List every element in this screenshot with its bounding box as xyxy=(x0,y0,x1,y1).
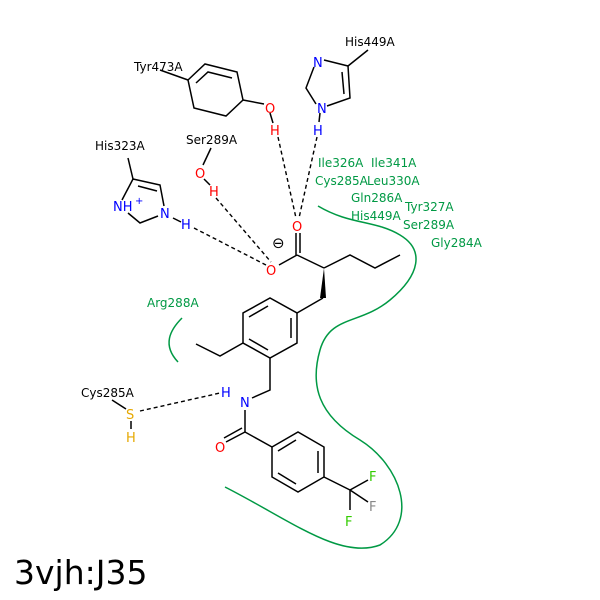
hydrophobic-residue: Gln286A xyxy=(351,191,403,205)
hbond-ser289 xyxy=(215,197,272,263)
his323-fragment xyxy=(121,157,182,224)
hbond-his323 xyxy=(193,227,267,266)
residue-label: His449A xyxy=(345,35,396,49)
atom-f: F xyxy=(369,500,376,515)
arg288-contour xyxy=(168,317,183,363)
residue-label: Arg288A xyxy=(147,296,199,310)
atom-h: H xyxy=(313,124,323,139)
hydrophobic-contour xyxy=(224,205,417,549)
residue-label: Ser289A xyxy=(186,133,238,147)
atom-h: H xyxy=(221,386,231,401)
residue-label: Cys285A xyxy=(81,386,135,400)
hydrophobic-residue: Gly284A xyxy=(431,236,483,250)
ser289-fragment xyxy=(202,147,212,186)
atom-nh-plus: NH xyxy=(113,200,133,215)
atom-f: F xyxy=(345,515,352,530)
atom-n: N xyxy=(160,207,170,222)
hbond-cys285 xyxy=(139,392,221,412)
residue-label: His323A xyxy=(95,139,146,153)
cys285-fragment xyxy=(111,399,132,429)
atom-n: N xyxy=(313,56,323,71)
atom-o: O xyxy=(195,167,205,182)
atom-h: H xyxy=(209,185,219,200)
hydrophobic-residue: Leu330A xyxy=(367,174,420,188)
negative-charge-icon: ⊖ xyxy=(272,234,285,252)
atom-o: O xyxy=(265,102,275,117)
atom-n: N xyxy=(240,396,250,411)
hydrophobic-residue: Ile341A xyxy=(371,156,417,170)
atom-h: H xyxy=(126,431,136,446)
atom-n: N xyxy=(317,102,327,117)
residue-label: Tyr473A xyxy=(133,60,183,74)
structure-title: 3vjh:J35 xyxy=(14,553,148,592)
hydrophobic-residue: His449A xyxy=(351,209,402,223)
atom-s: S xyxy=(126,408,134,423)
charge-plus: + xyxy=(135,196,143,207)
atom-o: O xyxy=(215,441,225,456)
atom-o: O xyxy=(292,220,302,235)
hydrophobic-residue: Ile326A xyxy=(318,156,364,170)
tyr473-fragment xyxy=(159,63,274,124)
atom-h: H xyxy=(270,124,280,139)
hydrogen-bonds xyxy=(139,136,318,412)
atom-o: O xyxy=(266,264,276,279)
hydrophobic-residue: Tyr327A xyxy=(404,200,454,214)
hbond-tyr473 xyxy=(277,136,297,219)
his449-fragment xyxy=(305,49,369,123)
ligand-structure xyxy=(195,233,401,510)
hydrophobic-residue: Ser289A xyxy=(403,218,455,232)
atom-f: F xyxy=(369,470,376,485)
atom-h: H xyxy=(181,218,191,233)
hydrophobic-residue: Cys285A xyxy=(315,174,369,188)
